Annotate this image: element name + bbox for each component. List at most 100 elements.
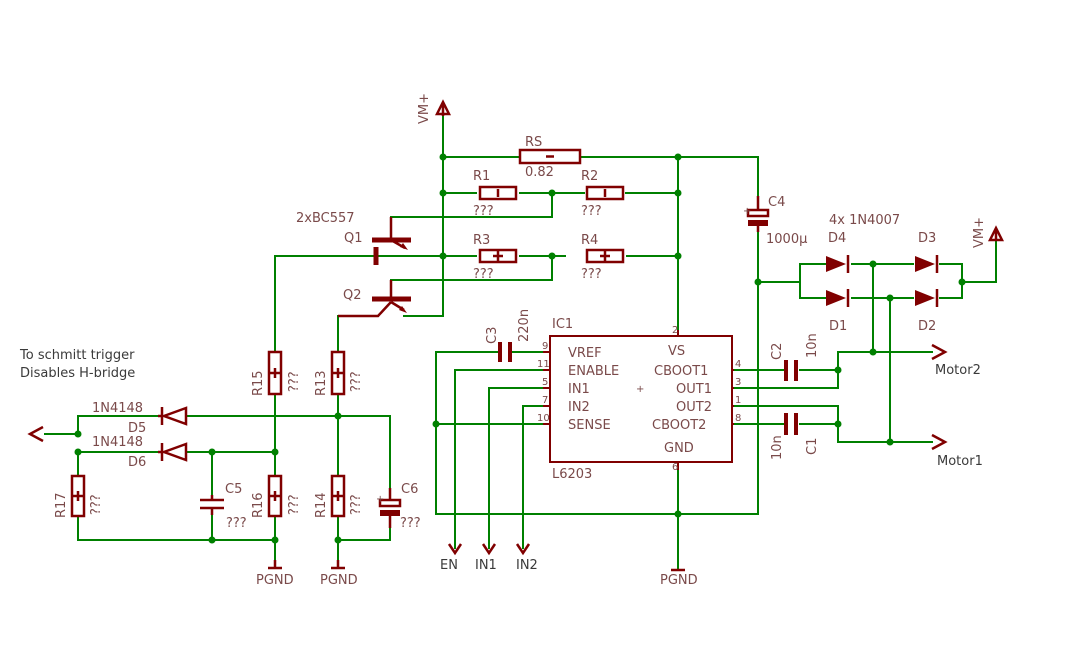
ic-pin-num: 3 — [735, 377, 741, 388]
vm-plus-top: VM+ — [417, 93, 452, 124]
plus-mark: + — [743, 206, 751, 217]
junction — [834, 420, 842, 428]
supply-arrow-icon — [987, 225, 1005, 242]
junction — [439, 252, 447, 260]
c1-value: 10n — [770, 435, 785, 460]
transistor-q1: 2xBC557 Q1 — [296, 211, 411, 265]
r14-name: R14 — [314, 492, 329, 518]
junction — [886, 294, 894, 302]
diode-d5: 1N4148 D5 — [92, 401, 188, 436]
wires — [44, 115, 997, 569]
r1-value: ??? — [473, 204, 494, 219]
motor2-output: Motor2 — [931, 343, 981, 378]
pgnd-ic: PGND — [660, 568, 698, 588]
r16-name: R16 — [251, 492, 266, 518]
ic-part: L6203 — [552, 467, 592, 482]
ic-pin-label: SENSE — [568, 418, 611, 433]
junction — [432, 420, 440, 428]
transistor-q2: Q2 — [338, 280, 411, 318]
r2-name: R2 — [581, 169, 598, 184]
diode-d3: D3 — [915, 231, 939, 273]
resistor-r14: R14 ??? — [314, 474, 364, 518]
in1-label: IN1 — [475, 558, 497, 573]
junctions — [74, 153, 966, 544]
resistor-r1: R1 ??? — [473, 169, 518, 219]
diode-d2: D2 — [915, 289, 939, 334]
junction — [271, 448, 279, 456]
r2-value: ??? — [581, 204, 602, 219]
resistor-r17: R17 ??? — [54, 474, 104, 518]
ic-pin-label: IN2 — [568, 400, 590, 415]
c6-name: C6 — [401, 482, 418, 497]
vm-top-label: VM+ — [417, 93, 432, 124]
junction — [674, 510, 682, 518]
junction — [334, 536, 342, 544]
junction — [674, 252, 682, 260]
en-label: EN — [440, 558, 458, 573]
capacitor-c1: 10n C1 — [770, 413, 820, 460]
resistor-r16: R16 ??? — [251, 474, 302, 518]
r17-value: ??? — [89, 494, 104, 515]
d6-part: 1N4148 — [92, 435, 143, 450]
input-arrow-icon — [447, 543, 463, 556]
r17-name: R17 — [54, 492, 69, 518]
in1-input: IN1 — [475, 543, 497, 573]
resistor-r3: R3 ??? — [473, 233, 518, 282]
capacitor-c4: + C4 1000µ — [743, 195, 807, 247]
vm-right-label: VM+ — [972, 217, 987, 248]
d6-name: D6 — [128, 455, 146, 470]
pgnd-label: PGND — [660, 573, 698, 588]
c5-name: C5 — [225, 482, 242, 497]
resistor-rs: RS 0.82 — [518, 135, 582, 180]
junction — [548, 252, 556, 260]
r3-value: ??? — [473, 267, 494, 282]
ic-gnd-num: 6 — [672, 462, 678, 473]
ic-pin-num: 10 — [537, 413, 550, 424]
junction — [754, 278, 762, 286]
ic-origin-mark: + — [636, 384, 644, 395]
supply-arrow-icon — [434, 99, 452, 116]
resistor-r15: R15 ??? — [251, 350, 302, 396]
d2-name: D2 — [918, 319, 936, 334]
motor1-output: Motor1 — [931, 433, 983, 469]
q-part: 2xBC557 — [296, 211, 355, 226]
pgnd-label: PGND — [320, 573, 358, 588]
resistor-r4: R4 ??? — [581, 233, 625, 282]
schmitt-output: To schmitt trigger Disables H-bridge — [19, 348, 135, 443]
r4-value: ??? — [581, 267, 602, 282]
ic-pin-label: OUT1 — [676, 382, 712, 397]
motor1-label: Motor1 — [937, 454, 983, 469]
resistor-r2: R2 ??? — [581, 169, 625, 219]
en-input: EN — [440, 543, 463, 573]
c5-value: ??? — [226, 516, 247, 531]
c4-value: 1000µ — [766, 232, 807, 247]
ic-pin-label: CBOOT2 — [652, 418, 706, 433]
ic-gnd-label: GND — [664, 441, 694, 456]
diode-d6: 1N4148 D6 — [92, 435, 188, 470]
emitter-arrow-icon — [400, 243, 408, 250]
output-arrow-icon — [27, 425, 44, 443]
rs-value: 0.82 — [525, 165, 554, 180]
r13-name: R13 — [314, 370, 329, 396]
note-line1: To schmitt trigger — [19, 348, 135, 363]
ic-pin-num: 4 — [735, 359, 741, 370]
junction — [439, 189, 447, 197]
note-line2: Disables H-bridge — [20, 366, 135, 381]
input-arrow-icon — [481, 543, 497, 556]
d5-part: 1N4148 — [92, 401, 143, 416]
q2-name: Q2 — [343, 288, 362, 303]
pgnd-label: PGND — [256, 573, 294, 588]
ic-pin-label: ENABLE — [568, 364, 619, 379]
output-arrow-icon — [931, 343, 948, 361]
output-arrow-icon — [931, 433, 948, 451]
junction — [74, 430, 82, 438]
r16-value: ??? — [287, 494, 302, 515]
r3-name: R3 — [473, 233, 490, 248]
ic-pin-num: 11 — [537, 359, 550, 370]
input-arrow-icon — [515, 543, 531, 556]
capacitor-c2: C2 10n — [770, 333, 820, 381]
d4-name: D4 — [828, 231, 846, 246]
c6-value: ??? — [400, 516, 421, 531]
ic-name: IC1 — [552, 317, 573, 332]
